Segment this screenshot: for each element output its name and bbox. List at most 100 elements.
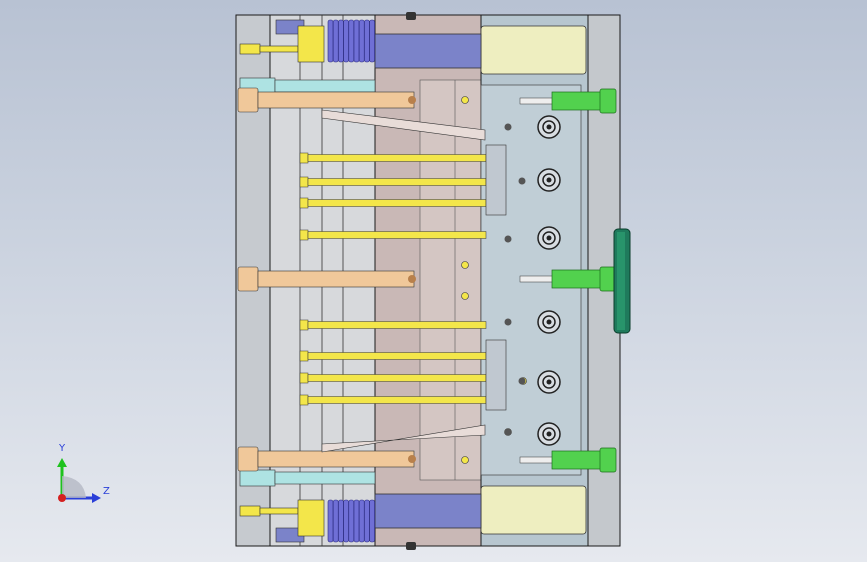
bolt-center (546, 379, 552, 385)
return-pin-head (599, 447, 617, 473)
locating-ring-face (617, 232, 625, 330)
spring-coil (364, 19, 370, 63)
ejector-pin-head (299, 176, 309, 188)
bolt-center (546, 124, 552, 130)
dowel-hole (504, 123, 512, 131)
return-pin-shaft (519, 456, 557, 464)
return-pin-body (551, 91, 603, 111)
ejector-pin-head (299, 372, 309, 384)
spring-coil (358, 499, 365, 543)
ejector-pin-shaft (307, 199, 487, 207)
guide-pins (237, 87, 416, 472)
cyan-bushing-bottom (239, 469, 276, 487)
spring-coil (369, 19, 375, 63)
ejector-pin-head (299, 350, 309, 362)
axis-triad (57, 458, 101, 503)
spring-coil (348, 499, 355, 543)
dowel-hole (518, 377, 526, 385)
screw-bottom-left (239, 505, 261, 517)
return-pin-shaft (519, 97, 557, 105)
spring-coil (358, 19, 365, 63)
guide-bushing-top (480, 25, 587, 75)
screw-top-left (239, 43, 261, 55)
guide-pin-tip (408, 96, 416, 104)
small-screw (461, 96, 469, 104)
ejector-pin-shaft (307, 352, 487, 360)
lifter-top (321, 109, 486, 141)
spring-top (327, 19, 375, 63)
eyebolt-bottom (406, 542, 416, 550)
screw-bottom-left-shank (259, 507, 299, 515)
cavity-insert (419, 79, 482, 481)
return-pin-body (551, 269, 603, 289)
bolt-socket (542, 231, 556, 245)
slider-bottom (485, 339, 507, 411)
bolt-socket (542, 173, 556, 187)
guide-pin-shaft (257, 91, 415, 109)
guide-cylinder-bottom (374, 493, 482, 529)
triad-plane (62, 476, 86, 498)
z-axis-label: Z (103, 486, 110, 497)
spring-coil (348, 19, 355, 63)
bolt-socket (542, 120, 556, 134)
lifter-bottom (321, 424, 486, 453)
spring-bottom (327, 499, 375, 543)
bolt-center (546, 177, 552, 183)
spring-coil (327, 19, 334, 63)
bolt-socket (542, 427, 556, 441)
ejector-pin-shaft (307, 154, 487, 162)
y-axis-arrow (57, 458, 67, 467)
guide-pin-tip (408, 275, 416, 283)
bolts (461, 96, 561, 464)
guide-pin-tip (408, 455, 416, 463)
spring-coil (327, 499, 334, 543)
spring-coil (338, 19, 344, 63)
spring-coil (343, 499, 349, 543)
bolt-center (546, 431, 552, 437)
return-pin-body (551, 450, 603, 470)
ejector-pin-head (299, 152, 309, 164)
dowel-hole (518, 177, 526, 185)
guide-pin-head (237, 446, 259, 472)
spring-coil (364, 499, 370, 543)
return-pin-head (599, 88, 617, 114)
spring-coil (338, 499, 344, 543)
ejector-pin-shaft (307, 321, 487, 329)
return-pin-shaft (519, 275, 557, 283)
guide-pin-head (237, 87, 259, 113)
triad-origin (58, 494, 66, 502)
slider-top (485, 144, 507, 216)
eyebolt-top (406, 12, 416, 20)
bolt-socket (542, 315, 556, 329)
spring-coil (353, 19, 360, 63)
spring-coil (369, 499, 375, 543)
ejector-pin-head (299, 394, 309, 406)
dowel-hole (504, 428, 512, 436)
ejector-pin-shaft (307, 374, 487, 382)
guide-cylinder-top (374, 33, 482, 69)
small-screw (461, 261, 469, 269)
guide-bushing-bottom (480, 485, 587, 535)
guide-pin-shaft (257, 450, 415, 468)
support-pillar-top (297, 25, 325, 63)
bolt-socket (542, 375, 556, 389)
y-axis-label: Y (59, 443, 66, 454)
ejector-pin-head (299, 229, 309, 241)
ejector-pin-shaft (307, 231, 487, 239)
ejector-pin-head (299, 319, 309, 331)
support-pillar-bottom (297, 499, 325, 537)
ejector-pin-head (299, 197, 309, 209)
small-screw (461, 292, 469, 300)
return-pins (519, 88, 617, 473)
guide-pin-head (237, 266, 259, 292)
guide-pin-shaft (257, 270, 415, 288)
spring-coil (343, 19, 349, 63)
spring-coil (353, 499, 360, 543)
dowel-hole (504, 235, 512, 243)
spring-coil (332, 19, 339, 63)
ejector-pin-shaft (307, 178, 487, 186)
dowel-hole (504, 318, 512, 326)
bolt-center (546, 235, 552, 241)
